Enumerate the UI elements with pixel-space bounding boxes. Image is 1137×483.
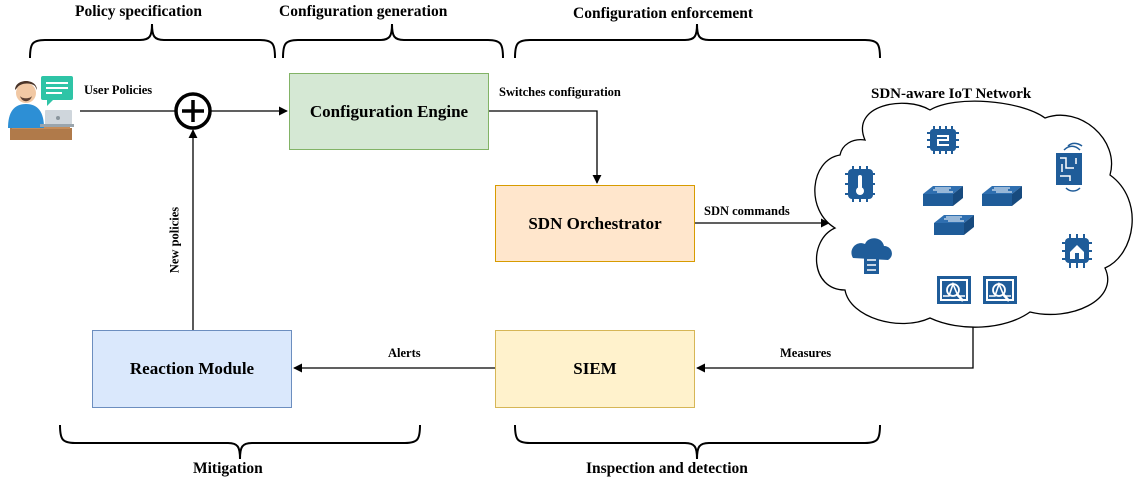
edge-label-measures: Measures [780, 346, 832, 360]
chat-bubble-icon [41, 76, 73, 106]
network-analyzer-icon-2 [981, 274, 1019, 306]
sum-junction-icon [174, 92, 212, 130]
network-title: SDN-aware IoT Network [871, 86, 1032, 102]
smart-home-icon [1062, 234, 1092, 268]
brace-configuration-enforcement [514, 23, 881, 59]
brace-inspection-detection [514, 424, 881, 460]
phase-label-mitigation: Mitigation [193, 460, 263, 477]
thermometer-chip-icon [845, 166, 875, 202]
phase-label-policy-specification: Policy specification [75, 3, 202, 20]
siem-box: SIEM [495, 330, 695, 408]
brace-mitigation [59, 424, 421, 460]
chip-icon [927, 126, 959, 154]
brace-configuration-generation [282, 23, 504, 59]
edge-label-switches-configuration: Switches configuration [499, 85, 621, 99]
iot-network-cloud [814, 100, 1133, 328]
cloud-storage-icon [851, 238, 892, 274]
sdn-orchestrator-box: SDN Orchestrator [495, 185, 695, 262]
phase-label-inspection-detection: Inspection and detection [586, 460, 748, 477]
edge-label-sdn-commands: SDN commands [704, 204, 790, 218]
network-analyzer-icon-1 [935, 274, 973, 306]
phase-label-configuration-generation: Configuration generation [279, 3, 448, 20]
arrow-config-engine-to-orchestrator [489, 110, 602, 184]
circuit-board-icon [1056, 142, 1083, 192]
edge-label-user-policies: User Policies [84, 83, 153, 97]
configuration-engine-box: Configuration Engine [289, 73, 489, 150]
phase-label-configuration-enforcement: Configuration enforcement [573, 5, 754, 22]
reaction-module-box: Reaction Module [92, 330, 292, 408]
edge-label-alerts: Alerts [388, 346, 421, 360]
arrow-network-to-siem [696, 322, 974, 373]
brace-policy-specification [29, 23, 276, 59]
user-at-laptop-icon [8, 81, 74, 140]
